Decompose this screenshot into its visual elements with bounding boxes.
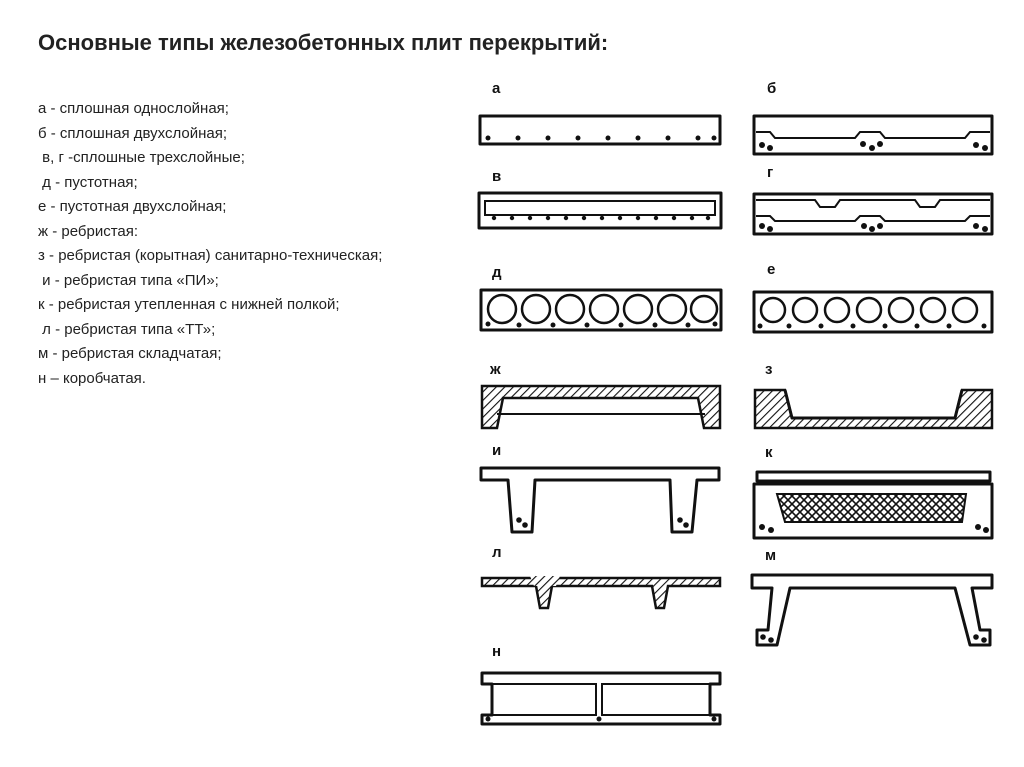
slab-z: з <box>753 361 994 430</box>
legend-item: и - ребристая типа «ПИ»; <box>38 271 219 289</box>
legend-item: м - ребристая складчатая; <box>38 345 222 362</box>
slab-label: в <box>492 168 501 185</box>
slab-d: д <box>479 264 723 332</box>
slab-label: н <box>492 643 501 660</box>
legend-item: д - пустотная; <box>38 173 138 191</box>
slab-i: и <box>479 442 721 534</box>
slab-l: л <box>480 544 722 610</box>
slab-label: и <box>492 442 501 459</box>
slab-label: л <box>492 544 502 561</box>
slab-g: г <box>752 164 994 236</box>
legend-item: б - сплошная двухслойная; <box>38 124 228 142</box>
legend-item: н – коробчатая. <box>38 369 146 387</box>
slab-k: к <box>752 444 994 540</box>
legend-list: а - сплошная однослойная; б - сплошная д… <box>38 97 382 391</box>
slab-e: е <box>752 261 994 334</box>
slab-a: а <box>478 80 722 146</box>
slab-b: б <box>752 80 994 156</box>
reinforcement-dots <box>485 135 717 141</box>
legend-item: к - ребристая утепленная с нижней полкой… <box>38 296 340 313</box>
legend-item: з - ребристая (корытная) санитарно-техни… <box>38 247 383 264</box>
slab-label: б <box>767 80 776 97</box>
page-title: Основные типы железобетонных плит перекр… <box>38 30 609 55</box>
slab-label: м <box>765 547 776 564</box>
slab-n: н <box>480 643 722 726</box>
slab-label: ж <box>489 361 501 378</box>
legend-item: ж - ребристая: <box>38 222 139 240</box>
slab-v: в <box>477 168 723 230</box>
legend-item: а - сплошная однослойная; <box>38 100 229 117</box>
slab-m: м <box>750 547 994 647</box>
legend-item: л - ребристая типа «ТТ»; <box>38 320 216 338</box>
slab-label: д <box>492 264 502 281</box>
legend-item: в, г -сплошные трехслойные; <box>38 149 245 166</box>
legend-item: е - пустотная двухслойная; <box>38 198 227 215</box>
slab-label: з <box>765 361 772 378</box>
slab-label: е <box>767 261 775 278</box>
slab-label: а <box>492 80 501 97</box>
slab-zh: ж <box>480 361 722 430</box>
slab-label: к <box>765 444 773 461</box>
slab-label: г <box>767 164 773 181</box>
